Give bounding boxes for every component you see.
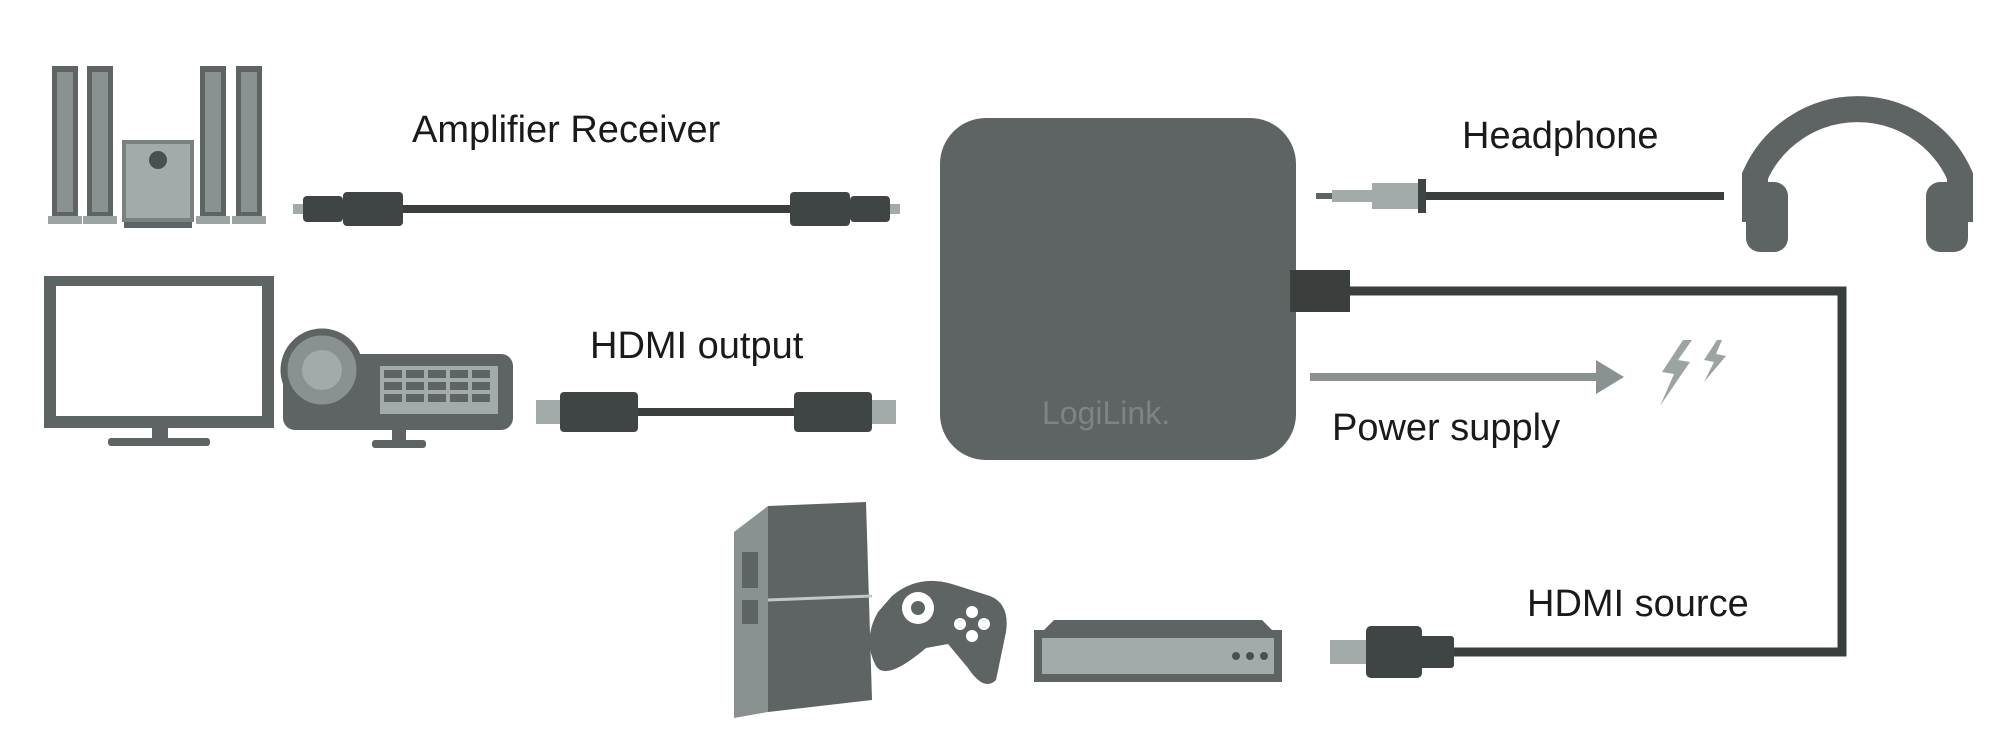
hdmi-audio-extractor-device xyxy=(940,118,1350,460)
projector-icon xyxy=(280,328,513,448)
optical-cable xyxy=(293,192,900,226)
gamepad-icon xyxy=(869,580,1007,684)
hdmi-output-label: HDMI output xyxy=(590,325,804,367)
amplifier-receiver-label: Amplifier Receiver xyxy=(412,109,721,151)
lightning-icon xyxy=(1660,340,1726,406)
game-console-icon xyxy=(734,502,873,718)
hdmi-source-cable xyxy=(1330,286,1847,678)
headphone-label: Headphone xyxy=(1462,115,1659,157)
brand-logo: LogiLink. xyxy=(1042,395,1170,431)
power-arrow xyxy=(1310,360,1624,394)
media-player-box-icon xyxy=(1034,620,1282,682)
hdmi-output-cable xyxy=(536,392,896,432)
audio-jack-cable xyxy=(1316,179,1724,213)
headphones-icon xyxy=(1742,96,1973,252)
home-theater-speakers-icon xyxy=(48,66,266,228)
tv-monitor-icon xyxy=(44,276,274,446)
power-supply-label: Power supply xyxy=(1332,407,1560,449)
hdmi-source-label: HDMI source xyxy=(1527,583,1749,625)
